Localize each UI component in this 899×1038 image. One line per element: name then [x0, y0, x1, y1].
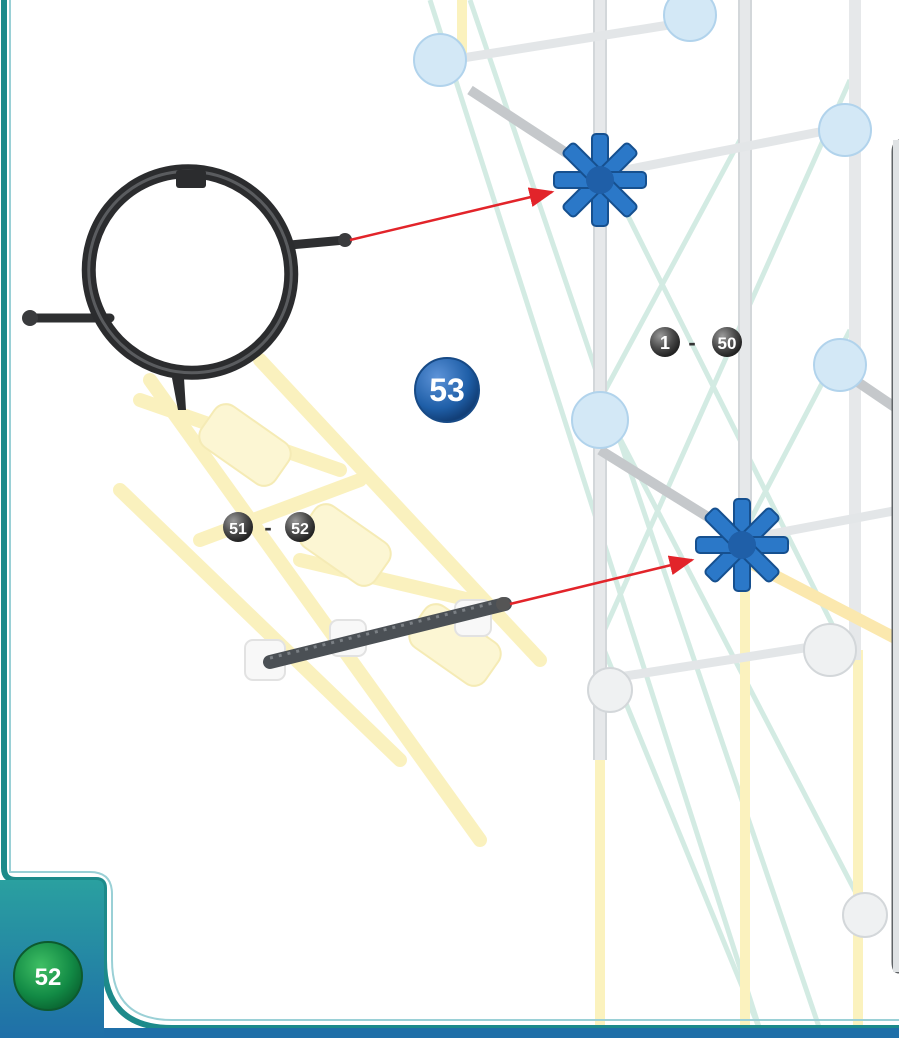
step-number: 53 [429, 372, 465, 408]
yellow-subassembly [120, 360, 540, 840]
step-badge: 53 [415, 358, 479, 422]
range-dash: - [688, 330, 695, 355]
page-number: 52 [35, 964, 62, 991]
page-number-badge: 52 [14, 942, 82, 1010]
blue-connector-top [554, 134, 646, 226]
range-end-label: 52 [291, 521, 309, 538]
range-badge-51-52: 51 - 52 [223, 512, 315, 542]
arrow-ring-to-connector [350, 192, 552, 240]
tower-structure [414, 0, 899, 1030]
ring-with-rods [22, 130, 352, 413]
range-end-label: 50 [718, 334, 737, 353]
blue-connector-bottom [696, 499, 788, 591]
range-start-label: 1 [660, 333, 670, 353]
range-start-label: 51 [229, 521, 247, 538]
range-dash: - [264, 515, 271, 540]
